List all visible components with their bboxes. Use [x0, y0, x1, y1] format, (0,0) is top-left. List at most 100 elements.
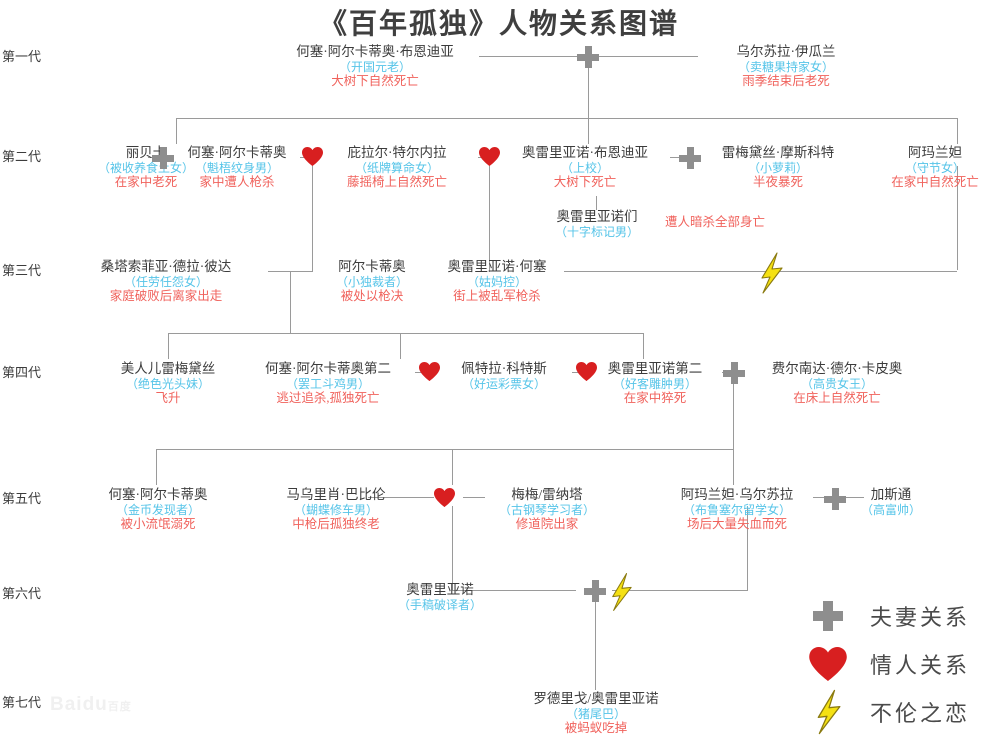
link-g5-amaranta-gaston — [813, 497, 833, 498]
person-g4-meirenr[interactable]: 美人儿雷梅黛丝 （绝色光头妹） 飞升 — [100, 361, 236, 406]
person-g5-meme[interactable]: 梅梅/雷纳塔 （古钢琴学习者） 修道院出家 — [483, 487, 611, 532]
person-g4-jose2nd[interactable]: 何塞·阿尔卡蒂奥第二 （罢工斗鸡男） 逃过追杀,孤独死亡 — [239, 361, 417, 406]
link-g4-aureliano2-down — [733, 381, 734, 450]
legend-label-incest: 不伦之恋 — [870, 701, 971, 726]
generation-label-3: 第三代 — [2, 263, 42, 278]
person-g5-mauricio[interactable]: 马乌里肖·巴比伦 （蝴蝶修车男） 中枪后孤独终老 — [266, 487, 406, 532]
person-nickname: （小独裁者） — [335, 274, 408, 289]
person-nickname: （纸牌算命女） — [354, 160, 439, 175]
watermark: Baidu百度 — [50, 694, 132, 716]
person-name: 奥雷里亚诺·布恩迪亚 — [522, 145, 648, 160]
person-g1-ursula[interactable]: 乌尔苏拉·伊瓜兰 （卖糖果持家女） 雨季结束后老死 — [696, 44, 876, 89]
person-death: 家庭破败后离家出走 — [109, 289, 223, 304]
lover-heart-icon-g2-left — [302, 147, 323, 166]
person-g2-amaranta[interactable]: 阿玛兰妲 （守节女） 在家中自然死亡 — [876, 145, 994, 190]
person-nickname: （好客雕肿男） — [612, 376, 697, 391]
marriage-cross-icon-g1 — [577, 46, 599, 68]
person-nickname: （魁梧纹身男） — [194, 160, 279, 175]
person-g2-pilar[interactable]: 庇拉尔·特尔内拉 （纸牌算命女） 藤摇椅上自然死亡 — [318, 145, 476, 190]
person-name: 庇拉尔·特尔内拉 — [347, 145, 447, 160]
link-g5-meme-down — [452, 506, 453, 590]
person-g5-gaston[interactable]: 加斯通 （高富帅） — [846, 487, 936, 517]
person-nickname: （任劳任怨女） — [123, 274, 208, 289]
link-g5-mauricio-meme-r — [463, 497, 485, 498]
link-g6-descend — [595, 598, 596, 690]
lover-heart-icon-g4-right — [576, 362, 597, 381]
marriage-cross-icon-g2-rebeca — [152, 147, 174, 169]
person-g3-santa[interactable]: 桑塔索菲亚·德拉·彼达 （任劳任怨女） 家庭破败后离家出走 — [62, 259, 270, 304]
person-name: 雷梅黛丝·摩斯科特 — [721, 145, 835, 160]
person-nickname: （开国元老） — [338, 59, 411, 74]
person-nickname: （姑妈控） — [466, 274, 527, 289]
legend-row-lover: 情人关系 — [800, 640, 970, 688]
person-death: 街上被乱军枪杀 — [453, 289, 541, 304]
legend-label-lover: 情人关系 — [870, 653, 971, 678]
person-death: 家中遭人枪杀 — [199, 175, 275, 190]
person-g5-jose-arcadio[interactable]: 何塞·阿尔卡蒂奥 （金币发现者） 被小流氓溺死 — [88, 487, 228, 532]
person-death: 在家中猝死 — [623, 391, 687, 406]
person-g4-petra[interactable]: 佩特拉·科特斯 （好运彩票女） — [436, 361, 572, 391]
marriage-cross-icon-g4 — [723, 362, 745, 384]
person-name: 阿玛兰妲·乌尔苏拉 — [680, 487, 794, 502]
link-g5-mauricio-meme — [368, 497, 434, 498]
person-nickname: （好运彩票女） — [461, 376, 546, 391]
legend-label-marriage: 夫妻关系 — [870, 605, 971, 630]
person-death: 雨季结束后老死 — [742, 74, 830, 89]
person-death: 在家中老死 — [114, 175, 178, 190]
generation-label-7: 第七代 — [2, 695, 42, 710]
legend-cross-icon — [800, 594, 856, 638]
marriage-cross-icon-g2-remedios — [679, 147, 701, 169]
person-death: 场后大量失血而死 — [686, 517, 787, 532]
person-g4-aureliano2nd[interactable]: 奥雷里亚诺第二 （好客雕肿男） 在家中猝死 — [586, 361, 724, 406]
person-death: 大树下死亡 — [553, 175, 617, 190]
person-death-aurelianos: 遭人暗杀全部身亡 — [665, 215, 766, 229]
person-nickname: （手稿破译者） — [397, 597, 482, 612]
link-g6-union-left — [490, 590, 576, 591]
person-name: 何塞·阿尔卡蒂奥第二 — [265, 361, 391, 376]
generation-label-6: 第六代 — [2, 586, 42, 601]
person-death: 逃过追杀,孤独死亡 — [276, 391, 380, 406]
generation-label-4: 第四代 — [2, 365, 42, 380]
person-g7-rodrigo[interactable]: 罗德里戈/奥雷里亚诺 （猪尾巴） 被蚂蚁吃掉 — [489, 691, 703, 736]
person-nickname: （金币发现者） — [115, 502, 200, 517]
link-g2-aurelianos-down — [596, 196, 597, 210]
link-g2-jose-arcadio-down — [312, 166, 313, 272]
legend-row-marriage: 夫妻关系 — [800, 592, 970, 640]
person-g2-aureliano[interactable]: 奥雷里亚诺·布恩迪亚 （上校） 大树下死亡 — [496, 145, 674, 190]
link-gen2-drop-aureliano — [588, 118, 589, 144]
person-nickname: （高贵女王） — [800, 376, 873, 391]
legend-lightning-bolt-icon — [800, 689, 856, 735]
person-g3-arcadio[interactable]: 阿尔卡蒂奥 （小独裁者） 被处以枪决 — [313, 259, 431, 304]
person-nickname: （布鲁塞尔留学女） — [682, 502, 791, 517]
lover-heart-icon-g5 — [434, 488, 455, 507]
person-name: 何塞·阿尔卡蒂奥 — [108, 487, 208, 502]
person-nickname: （上校） — [560, 160, 609, 175]
person-name: 阿玛兰妲 — [908, 145, 962, 160]
link-g5-amaranta-gaston-r — [846, 497, 864, 498]
person-g2-rebeca[interactable]: 丽贝卡 （被收养食土女） 在家中老死 — [86, 145, 206, 190]
person-g2-jose2[interactable]: 何塞·阿尔卡蒂奥 （魁梧纹身男） 家中遭人枪杀 — [172, 145, 302, 190]
person-name: 奥雷里亚诺们 — [556, 209, 638, 224]
person-death: 大树下自然死亡 — [331, 74, 419, 89]
link-gen5-bracket — [156, 449, 734, 450]
person-g2-remedios[interactable]: 雷梅黛丝·摩斯科特 （小萝莉） 半夜暴死 — [700, 145, 856, 190]
person-name: 桑塔索菲亚·德拉·彼达 — [100, 259, 232, 274]
link-gen2-bracket — [176, 118, 958, 119]
person-nickname: （罢工斗鸡男） — [285, 376, 370, 391]
generation-label-2: 第二代 — [2, 149, 42, 164]
link-g6-aureliano-left — [452, 590, 490, 591]
person-g5-amaranta-ursula[interactable]: 阿玛兰妲·乌尔苏拉 （布鲁塞尔留学女） 场后大量失血而死 — [655, 487, 819, 532]
link-g5-amaranta-down — [747, 506, 748, 590]
person-nickname: （蝴蝶修车男） — [293, 502, 378, 517]
person-g3-aureliano-jose[interactable]: 奥雷里亚诺·何塞 （姑妈控） 街上被乱军枪杀 — [428, 259, 566, 304]
link-gen5-drop-meme — [452, 449, 453, 485]
link-gen4-bracket — [168, 333, 643, 334]
link-g3-aurelianojose-amaranta — [564, 271, 957, 272]
person-g6-aureliano[interactable]: 奥雷里亚诺 （手稿破译者） — [386, 582, 494, 612]
person-death: 被小流氓溺死 — [120, 517, 196, 532]
person-g4-fernanda[interactable]: 费尔南达·德尔·卡皮奥 （高贵女王） 在床上自然死亡 — [742, 361, 932, 406]
person-death: 在床上自然死亡 — [793, 391, 881, 406]
person-g1-jose[interactable]: 何塞·阿尔卡蒂奥·布恩迪亚 （开国元老） 大树下自然死亡 — [270, 44, 480, 89]
person-g2-aurelianos[interactable]: 奥雷里亚诺们 （十字标记男） — [528, 209, 666, 239]
link-gen5-drop-amaranta — [733, 449, 734, 485]
